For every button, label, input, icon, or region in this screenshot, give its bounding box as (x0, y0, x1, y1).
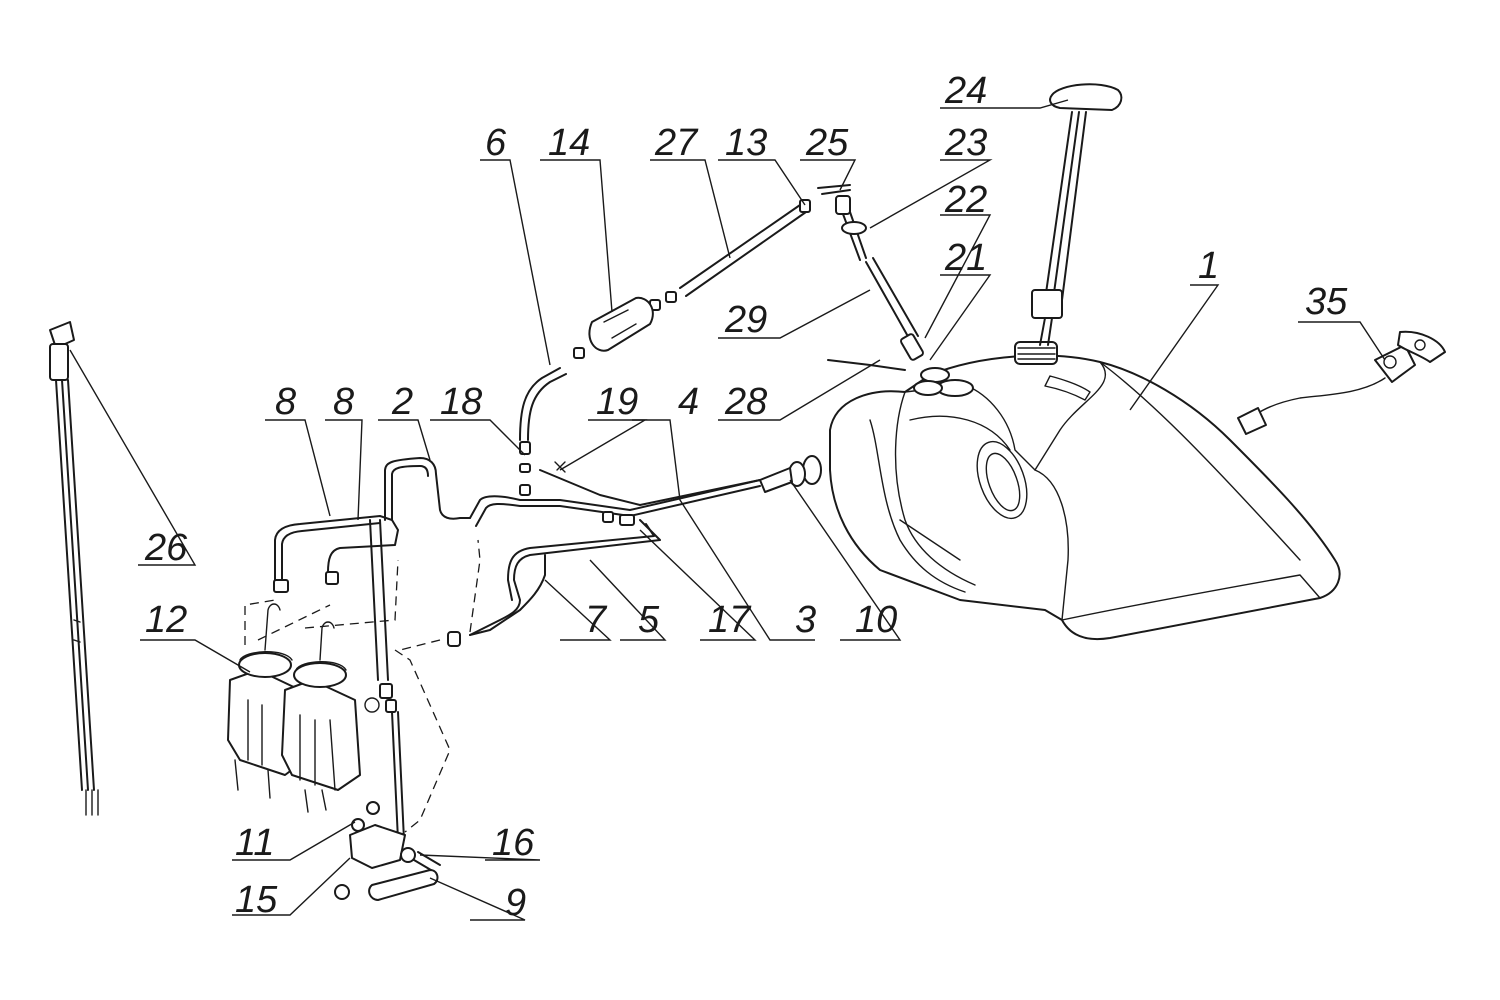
label-35: 35 (1305, 281, 1348, 323)
fuel-level-sender (1031, 83, 1123, 346)
label-24: 24 (944, 70, 987, 112)
fuel-tap (759, 455, 822, 493)
label-11: 11 (235, 822, 274, 864)
label-9: 9 (505, 882, 526, 924)
leader-lines (69, 99, 1386, 921)
label-7: 7 (585, 599, 608, 641)
label-6: 6 (485, 122, 507, 164)
fuel-pump (1237, 330, 1446, 435)
label-4: 4 (678, 381, 699, 423)
label-16: 16 (492, 822, 535, 864)
label-13: 13 (725, 122, 767, 164)
label-14: 14 (548, 122, 590, 164)
label-28: 28 (724, 381, 767, 423)
part-labels: 1 2 3 4 5 6 7 8 8 9 10 11 12 13 14 15 16… (144, 70, 1348, 924)
label-26: 26 (144, 527, 188, 569)
vacuum-fuel-valve (334, 801, 441, 901)
label-1: 1 (1198, 245, 1219, 287)
label-19: 19 (596, 381, 638, 423)
label-15: 15 (235, 879, 278, 921)
label-5: 5 (638, 599, 660, 641)
label-2: 2 (391, 381, 413, 423)
assembly-guide-lines (244, 539, 481, 833)
carburetors (227, 603, 380, 813)
label-17: 17 (708, 599, 752, 641)
label-21: 21 (944, 237, 987, 279)
label-22: 22 (944, 179, 987, 221)
breather-assembly (817, 184, 974, 397)
throttle-cable (49, 321, 99, 816)
label-8b: 8 (333, 381, 354, 423)
label-27: 27 (654, 122, 699, 164)
label-18: 18 (440, 381, 482, 423)
label-25: 25 (805, 122, 849, 164)
overflow-hoses (273, 515, 405, 841)
fuel-hoses (384, 457, 761, 647)
fuel-tank (829, 341, 1341, 640)
label-8a: 8 (275, 381, 296, 423)
label-29: 29 (724, 299, 767, 341)
label-10: 10 (855, 599, 897, 641)
label-23: 23 (944, 122, 987, 164)
label-12: 12 (145, 599, 187, 641)
fuel-filter-line (519, 199, 811, 496)
label-3: 3 (795, 599, 816, 641)
